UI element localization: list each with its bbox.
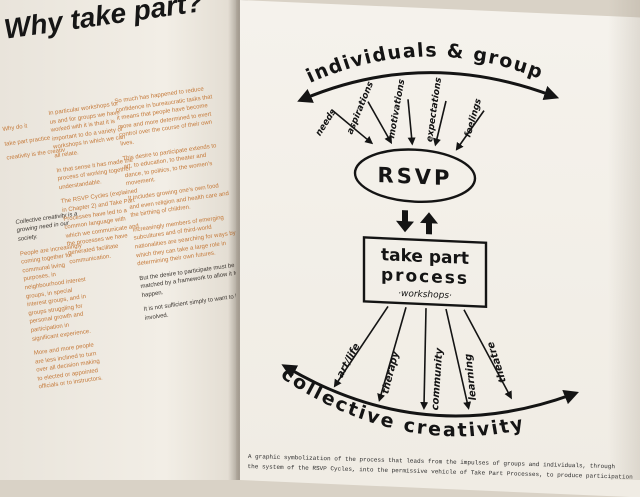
col3-paragraph-0: So much has happened to reduce confidenc… [114, 86, 213, 148]
rsvp-oval [353, 148, 477, 203]
process-workshops: ·workshops· [398, 289, 452, 301]
top-curved-label: individuals & groups [240, 0, 547, 98]
impulse-label-4: feelings [463, 97, 484, 139]
bottom-label-path: collective creativity [277, 362, 527, 444]
top-label-path: individuals & groups [240, 0, 547, 98]
rsvp-label: RSVP [378, 162, 453, 190]
page-edge-shadow [608, 0, 640, 480]
impulse-label-0: needs [314, 107, 339, 138]
outcome-label-4: theatre [485, 340, 508, 384]
process-box [362, 236, 488, 308]
col3-paragraph-3: Increasingly members of emerging subcult… [132, 214, 236, 268]
bottom-arc-arrow [281, 364, 579, 418]
left-page: Why take part? Why do it take part pract… [0, 0, 236, 480]
col1-paragraph-2: More and more people are less inclined t… [33, 342, 104, 391]
col3-paragraph-1: This desire to participate extends to ar… [122, 142, 217, 188]
outcome-arrows [333, 305, 512, 411]
bottom-curved-label: collective creativity [277, 362, 527, 444]
outcome-label-2: community [430, 347, 445, 411]
left-column-3: So much has happened to reduce confidenc… [114, 84, 236, 330]
left-page-title: Why take part? [2, 0, 206, 45]
impulse-arrows [331, 99, 485, 151]
process-subtitle: process [381, 265, 469, 289]
outcome-label-0: art/life [335, 341, 363, 380]
right-page: individuals & groups needs aspirations m… [240, 0, 640, 497]
impulse-label-3: expectations [425, 76, 444, 143]
process-title: take part [381, 245, 469, 269]
impulse-label-2: motivations [387, 78, 407, 140]
outcome-label-1: therapy [380, 349, 401, 395]
process-diagram: individuals & groups needs aspirations m… [240, 0, 579, 445]
cycle-arrows [396, 210, 438, 235]
top-arc-arrow [297, 71, 560, 103]
